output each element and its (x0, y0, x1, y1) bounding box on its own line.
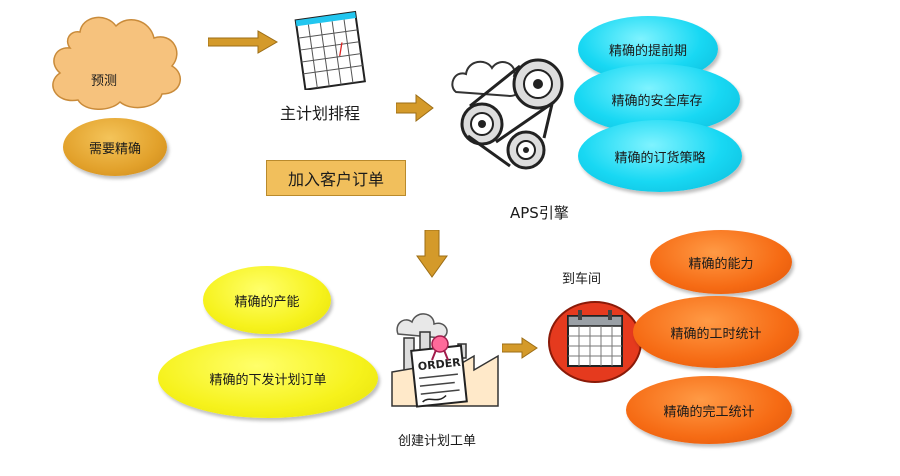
aps-engine-gears-icon (451, 58, 564, 170)
aps-engine-label: APS引擎 (510, 204, 569, 222)
svg-text:/: / (337, 39, 346, 59)
lead-time-label: 精确的提前期 (608, 43, 687, 59)
arrow-to-workshop (502, 337, 538, 359)
release-plan-ellipse: 精确的下发计划订单 (158, 338, 378, 418)
capacity-right-label: 精确的能力 (688, 256, 754, 272)
safety-stock-label: 精确的安全库存 (611, 93, 703, 109)
release-plan-label: 精确的下发计划订单 (209, 372, 327, 388)
arrow-forecast-to-mps (208, 30, 278, 54)
factory-order-icon: ORDER (391, 313, 499, 408)
need-accuracy-label: 需要精确 (88, 141, 141, 157)
workshop-calendar-icon (548, 301, 642, 383)
arrow-down-to-work-order (416, 230, 448, 278)
need-accuracy-ellipse: 需要精确 (63, 118, 167, 176)
order-policy-ellipse: 精确的订货策略 (578, 120, 742, 192)
arrow-mps-to-aps (396, 94, 434, 122)
create-work-order-label: 创建计划工单 (398, 434, 477, 449)
order-doc-text: ORDER (417, 356, 462, 373)
mps-label: 主计划排程 (280, 104, 361, 123)
to-workshop-label: 到车间 (562, 272, 602, 287)
capacity-left-ellipse: 精确的产能 (203, 266, 331, 334)
capacity-left-label: 精确的产能 (234, 294, 300, 310)
capacity-right-ellipse: 精确的能力 (650, 230, 792, 294)
schedule-sheet-icon: / (294, 10, 366, 90)
forecast-cloud (52, 16, 182, 110)
add-customer-order-label: 加入客户订单 (287, 170, 384, 189)
labor-stats-ellipse: 精确的工时统计 (633, 296, 799, 368)
labor-stats-label: 精确的工时统计 (670, 326, 762, 342)
completion-stats-ellipse: 精确的完工统计 (626, 376, 792, 444)
order-policy-label: 精确的订货策略 (614, 150, 706, 166)
forecast-label: 预测 (91, 74, 118, 89)
add-customer-order-box: 加入客户订单 (266, 160, 406, 196)
completion-stats-label: 精确的完工统计 (663, 404, 755, 420)
